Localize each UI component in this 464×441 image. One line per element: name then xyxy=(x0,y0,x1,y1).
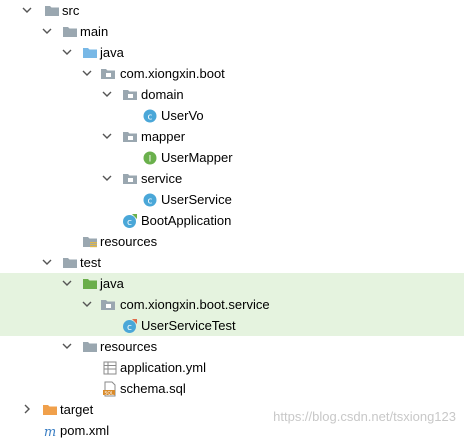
tree-label: com.xiongxin.boot.service xyxy=(120,297,270,312)
tree-row-mapper[interactable]: mapper xyxy=(0,126,464,147)
package-icon xyxy=(123,132,137,142)
tree-label: java xyxy=(100,276,124,291)
tree-row-test[interactable]: test xyxy=(0,252,464,273)
chevron-down-icon[interactable] xyxy=(62,47,72,57)
svg-text:SQL: SQL xyxy=(105,390,114,396)
tree-row-application-yml[interactable]: application.yml xyxy=(0,357,464,378)
chevron-down-icon[interactable] xyxy=(42,26,52,36)
interface-icon: I xyxy=(143,151,157,165)
chevron-down-icon[interactable] xyxy=(102,89,112,99)
tree-label: main xyxy=(80,24,109,39)
sql-file-icon: SQL xyxy=(103,381,116,397)
chevron-down-icon[interactable] xyxy=(82,299,92,309)
tree-label: UserService xyxy=(161,192,232,207)
tree-row-service[interactable]: service xyxy=(0,168,464,189)
tree-row-src[interactable]: src xyxy=(0,0,464,21)
tree-label: resources xyxy=(100,339,158,354)
test-class-icon: c xyxy=(123,319,137,333)
tree-label: com.xiongxin.boot xyxy=(120,66,225,81)
chevron-down-icon[interactable] xyxy=(102,131,112,141)
svg-text:m: m xyxy=(44,425,56,439)
tree-row-test-java[interactable]: java xyxy=(0,273,464,294)
package-icon xyxy=(101,300,115,310)
class-icon: c xyxy=(143,193,157,207)
tree-label: schema.sql xyxy=(120,381,186,396)
svg-text:c: c xyxy=(148,113,153,123)
tree-row-userservicetest[interactable]: c UserServiceTest xyxy=(0,315,464,336)
chevron-down-icon[interactable] xyxy=(82,68,92,78)
maven-icon: m xyxy=(44,425,56,439)
tree-label: test xyxy=(80,255,101,270)
tree-row-main[interactable]: main xyxy=(0,21,464,42)
tree-label: domain xyxy=(141,87,184,102)
svg-text:c: c xyxy=(127,218,132,228)
package-icon xyxy=(101,69,115,79)
folder-icon xyxy=(63,27,77,37)
watermark: https://blog.csdn.net/tsxiong123 xyxy=(273,409,456,424)
folder-icon xyxy=(63,258,77,268)
tree-row-test-resources[interactable]: resources xyxy=(0,336,464,357)
package-icon xyxy=(123,174,137,184)
tree-row-main-java[interactable]: java xyxy=(0,42,464,63)
folder-icon xyxy=(83,342,97,352)
tree-label: BootApplication xyxy=(141,213,232,228)
chevron-down-icon[interactable] xyxy=(62,278,72,288)
tree-label: application.yml xyxy=(120,360,206,375)
tree-row-target[interactable]: target xyxy=(0,399,464,420)
folder-icon xyxy=(45,6,59,16)
tree-row-schema-sql[interactable]: SQL schema.sql xyxy=(0,378,464,399)
chevron-down-icon[interactable] xyxy=(42,257,52,267)
class-icon: c xyxy=(143,109,157,123)
tree-row-domain[interactable]: domain xyxy=(0,84,464,105)
test-source-folder-icon xyxy=(83,279,97,289)
tree-row-test-package[interactable]: com.xiongxin.boot.service xyxy=(0,294,464,315)
svg-text:c: c xyxy=(148,197,153,207)
chevron-right-icon[interactable] xyxy=(22,404,32,414)
tree-label: resources xyxy=(100,234,158,249)
tree-label: UserMapper xyxy=(161,150,233,165)
tree-row-usermapper[interactable]: I UserMapper xyxy=(0,147,464,168)
svg-text:I: I xyxy=(149,155,152,165)
source-folder-icon xyxy=(83,48,97,58)
svg-text:c: c xyxy=(127,323,132,333)
tree-label: UserServiceTest xyxy=(141,318,236,333)
excluded-folder-icon xyxy=(43,405,57,415)
tree-label: mapper xyxy=(141,129,186,144)
chevron-down-icon[interactable] xyxy=(22,5,32,15)
yml-file-icon xyxy=(103,361,117,375)
resources-folder-icon xyxy=(83,237,97,248)
spring-boot-class-icon: c xyxy=(123,214,137,228)
package-icon xyxy=(123,90,137,100)
tree-label: target xyxy=(60,402,94,417)
tree-label: src xyxy=(62,3,80,18)
tree-label: service xyxy=(141,171,183,186)
tree-label: java xyxy=(100,45,124,60)
tree-row-package-root[interactable]: com.xiongxin.boot xyxy=(0,63,464,84)
chevron-down-icon[interactable] xyxy=(102,173,112,183)
tree-row-uservo[interactable]: c UserVo xyxy=(0,105,464,126)
tree-row-pom-xml[interactable]: m pom.xml xyxy=(0,420,464,441)
tree-row-main-resources[interactable]: resources xyxy=(0,231,464,252)
tree-label: UserVo xyxy=(161,108,204,123)
tree-row-bootapplication[interactable]: c BootApplication xyxy=(0,210,464,231)
chevron-down-icon[interactable] xyxy=(62,341,72,351)
tree-label: pom.xml xyxy=(60,423,110,438)
tree-row-userservice[interactable]: c UserService xyxy=(0,189,464,210)
